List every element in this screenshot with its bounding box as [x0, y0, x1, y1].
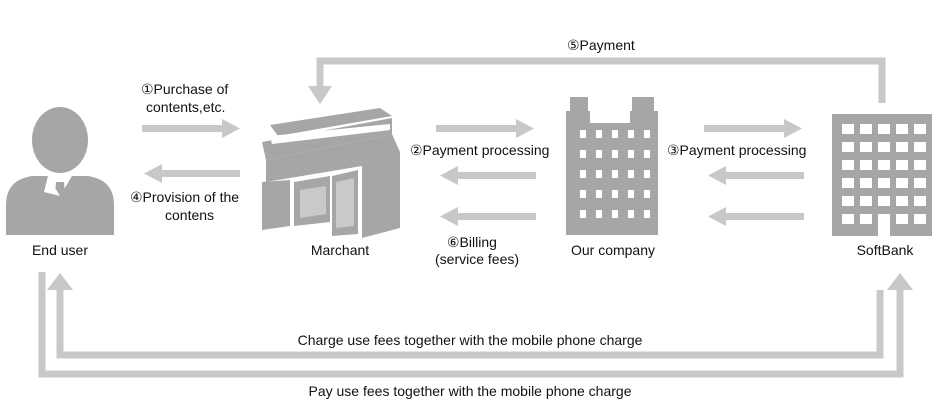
- office-building-icon: [566, 97, 658, 235]
- provision-label-line2: contens: [165, 207, 215, 223]
- payment-processing-arrow-softbank: [704, 119, 802, 138]
- pay-label: Pay use fees together with the mobile ph…: [308, 383, 632, 399]
- provision-label-line1: ④Provision of the: [130, 189, 240, 205]
- purchase-arrow: [142, 119, 240, 138]
- end-user-label: End user: [31, 242, 89, 258]
- billing-label-line1: ⑥Billing: [447, 234, 497, 250]
- return-arrow-softbank-2: [708, 207, 804, 226]
- payment-loop-arrow: [308, 57, 886, 104]
- our-company-label: Our company: [570, 242, 656, 258]
- pay-arrow: [38, 272, 913, 378]
- purchase-label-line1: ①Purchase of: [141, 81, 229, 97]
- billing-label-line2: (service fees): [435, 251, 520, 267]
- payment-label: ⑤Payment: [567, 37, 635, 53]
- return-arrow-merchant: [440, 166, 536, 185]
- provision-arrow: [144, 164, 240, 183]
- payment-processing-arrow-merchant: [436, 119, 534, 138]
- return-arrow-softbank: [708, 166, 804, 185]
- charge-label: Charge use fees together with the mobile…: [297, 332, 643, 348]
- person-icon: [6, 107, 114, 235]
- store-icon: [262, 108, 400, 238]
- billing-arrow: [440, 207, 536, 226]
- charge-arrow: [47, 273, 884, 359]
- payment-processing-label-merchant: ②Payment processing: [410, 142, 550, 158]
- softbank-label: SoftBank: [856, 242, 914, 258]
- office-tower-icon: [832, 114, 932, 236]
- payment-processing-label-softbank: ③Payment processing: [667, 142, 807, 158]
- merchant-label: Marchant: [310, 242, 370, 258]
- purchase-label-line2: contents,etc.: [146, 99, 226, 115]
